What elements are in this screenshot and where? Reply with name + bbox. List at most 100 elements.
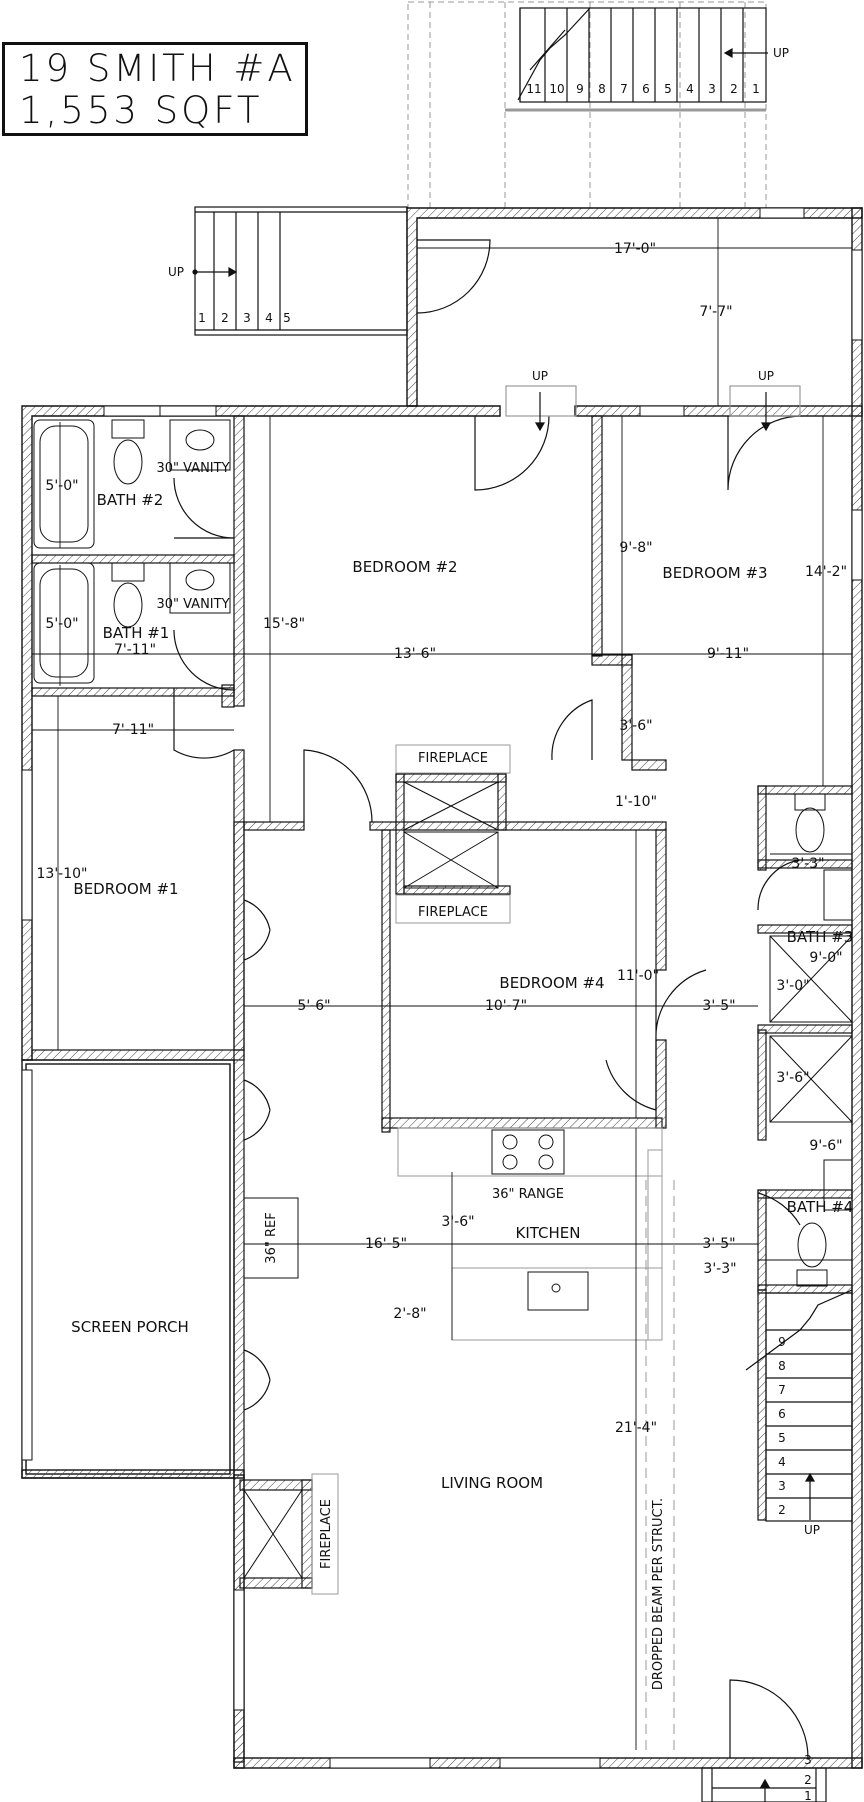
- stair-right-step: 5: [778, 1431, 786, 1445]
- room-label-bath2: BATH #2: [97, 491, 164, 509]
- range-label: 36" RANGE: [492, 1187, 564, 1202]
- stair-top-step: 10: [549, 82, 564, 96]
- title-block: 19 SMITH #A 1,553 SQFT: [2, 42, 308, 136]
- upper-deck: [407, 1, 767, 209]
- stair-right-step: 8: [778, 1359, 786, 1373]
- stair-right-step: 9: [778, 1335, 786, 1349]
- dim-bath3-width: 3'-3": [791, 856, 824, 872]
- beam-label: DROPPED BEAM PER STRUCT.: [651, 1498, 666, 1690]
- title-area: 1,553 SQFT: [19, 89, 263, 132]
- stair-top-step: 6: [642, 82, 650, 96]
- stair-top-step: 8: [598, 82, 606, 96]
- room-labels: BATH #2 BATH #1 BEDROOM #2 BEDROOM #3 BE…: [71, 491, 853, 1492]
- dim-island: 2'-8": [393, 1306, 426, 1322]
- dim-entry-width: 17'-0": [614, 241, 656, 257]
- dim-bed1-width: 7'-11": [112, 722, 154, 738]
- dimension-lines: [32, 218, 853, 1750]
- room-label-bath3: BATH #3: [787, 928, 854, 946]
- stair-right-labels: 9 8 7 6 5 4 3 2 1 UP: [778, 1335, 820, 1537]
- stair-left-step: 4: [265, 311, 273, 325]
- ref-label: 36" REF: [264, 1212, 279, 1263]
- stair-left-step: 1: [198, 311, 206, 325]
- dim-bath3-depth: 9'-0": [809, 950, 842, 966]
- dim-living-depth: 21'-4": [615, 1420, 657, 1436]
- stair-left-up: UP: [168, 265, 184, 279]
- vanity-label: 30" VANITY: [156, 597, 229, 612]
- stair-bottom: [701, 1767, 827, 1802]
- stair-top-step: 11: [526, 82, 541, 96]
- entry-up-label: UP: [532, 369, 548, 383]
- room-label-bath4: BATH #4: [787, 1198, 854, 1216]
- stair-top-step: 3: [708, 82, 716, 96]
- dim-bed1-depth: 13'-10": [37, 866, 88, 882]
- stair-top-up: UP: [773, 46, 789, 60]
- stair-left-labels: 1 2 3 4 5 UP: [168, 265, 291, 325]
- stair-right-step: 4: [778, 1455, 786, 1469]
- fireplace-label: FIREPLACE: [418, 905, 488, 920]
- interior-walls: [31, 415, 853, 1763]
- room-label-kitchen: KITCHEN: [516, 1224, 581, 1242]
- stair-top: [505, 7, 768, 112]
- stair-left-step: 3: [243, 311, 251, 325]
- stair-top-step: 4: [686, 82, 694, 96]
- stair-right-step: 7: [778, 1383, 786, 1397]
- dim-bath1-len: 5'-0": [45, 616, 78, 632]
- entry-up-arrows: [505, 385, 801, 432]
- doors: [173, 239, 809, 1759]
- dim-kitchen-gap: 3'-6": [441, 1214, 474, 1230]
- fireplace-fixtures: [243, 744, 511, 1595]
- stair-top-step: 1: [752, 82, 760, 96]
- dimension-labels: 17'-0" 7'-7" 5'-0" 5'-0" 7'-11" 15'-8" 1…: [37, 241, 848, 1436]
- dim-bath4-depth: 9'-6": [809, 1138, 842, 1154]
- title-address: 19 SMITH #A: [19, 47, 296, 90]
- stair-left-step: 2: [221, 311, 229, 325]
- stair-right-step: 6: [778, 1407, 786, 1421]
- stair-left: [192, 206, 408, 336]
- room-label-bedroom3: BEDROOM #3: [662, 564, 767, 582]
- dim-bed3-left-depth: 9'-8": [619, 540, 652, 556]
- stair-top-step: 2: [730, 82, 738, 96]
- stair-bottom-labels: 3 2 1: [804, 1753, 812, 1802]
- stair-top-step: 5: [664, 82, 672, 96]
- dim-bed3-width: 9'-11": [707, 646, 749, 662]
- room-label-bedroom4: BEDROOM #4: [499, 974, 604, 992]
- stair-top-step: 9: [576, 82, 584, 96]
- stair-right-step: 2: [778, 1503, 786, 1517]
- dim-bed2-width: 13'-6": [394, 646, 436, 662]
- dim-shower3: 3'-0": [776, 978, 809, 994]
- stair-bottom-step: 2: [804, 1773, 812, 1787]
- room-label-bedroom2: BEDROOM #2: [352, 558, 457, 576]
- dim-kitchen-width: 16'-5": [365, 1236, 407, 1252]
- stair-right-up: UP: [804, 1523, 820, 1537]
- bath-fixtures: [33, 419, 853, 1287]
- dim-bed4-depth: 11'-0": [617, 968, 659, 984]
- dim-bed3-depth: 14'-2": [805, 564, 847, 580]
- room-label-bedroom1: BEDROOM #1: [73, 880, 178, 898]
- dim-closet1: 3'-6": [619, 718, 652, 734]
- stair-right-step: 3: [778, 1479, 786, 1493]
- dim-entry-depth: 7'-7": [699, 304, 732, 320]
- entry-up-label: UP: [758, 369, 774, 383]
- vanity-label: 30" VANITY: [156, 461, 229, 476]
- stair-bottom-step: 3: [804, 1753, 812, 1767]
- dim-closet2: 1'-10": [615, 794, 657, 810]
- fireplace-label: FIREPLACE: [319, 1499, 334, 1569]
- dim-bath2-len: 5'-0": [45, 478, 78, 494]
- dim-bath4-width: 3'-3": [703, 1261, 736, 1277]
- dim-bed2-depth: 15'-8": [263, 616, 305, 632]
- dim-bath-width: 7'-11": [114, 642, 156, 658]
- stair-bottom-step: 1: [804, 1789, 812, 1802]
- dim-door-gap: 3'-5": [702, 998, 735, 1014]
- windows: [21, 207, 863, 1769]
- stair-left-step: 5: [283, 311, 291, 325]
- dim-shower4: 3'-6": [776, 1070, 809, 1086]
- fixture-labels: 30" VANITY 30" VANITY FIREPLACE FIREPLAC…: [156, 461, 666, 1690]
- stair-top-labels: 11 10 9 8 7 6 5 4 3 2 1 UP: [526, 46, 789, 96]
- room-label-living-room: LIVING ROOM: [441, 1474, 543, 1492]
- stair-top-step: 7: [620, 82, 628, 96]
- exterior-walls: [21, 207, 863, 1769]
- dim-bed4-width: 10'-7": [485, 998, 527, 1014]
- dim-kitchen-gap2: 3'-5": [702, 1236, 735, 1252]
- room-label-bath1: BATH #1: [103, 624, 170, 642]
